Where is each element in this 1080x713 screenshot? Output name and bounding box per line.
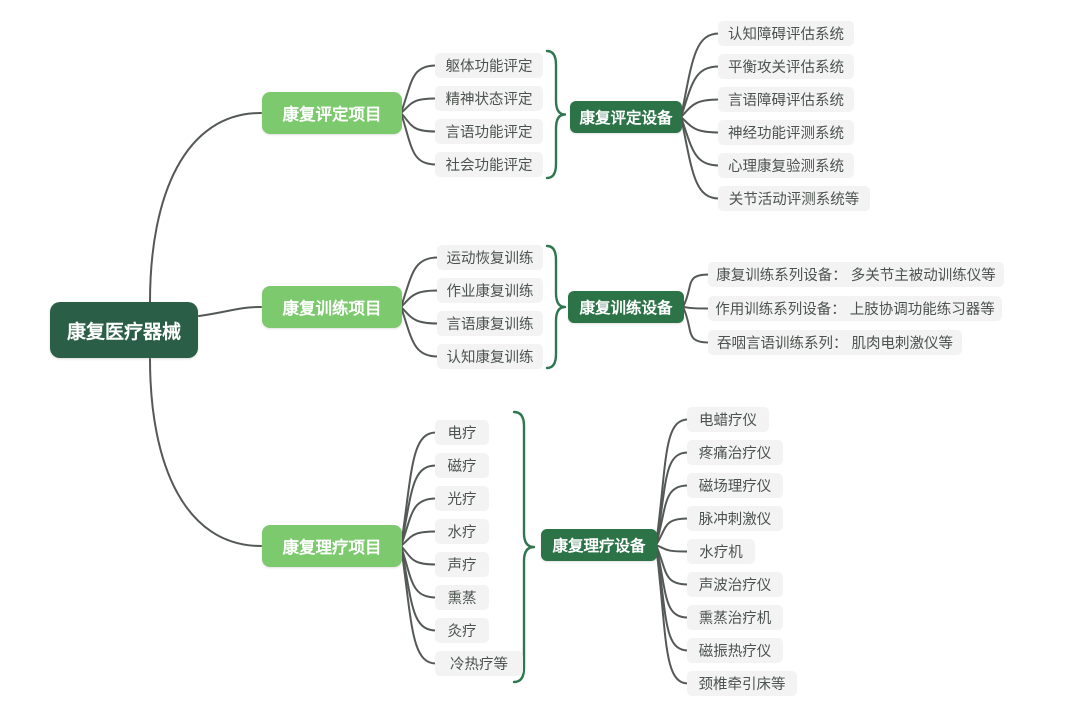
node-b2-leaf1[interactable]: 磁疗: [435, 453, 489, 478]
node-d2-item2[interactable]: 磁场理疗仪: [687, 473, 783, 498]
brace-shape: [512, 410, 536, 684]
connector-curve: [655, 544, 689, 553]
node-d2-item7[interactable]: 磁振热疗仪: [687, 638, 783, 663]
node-d2[interactable]: 康复理疗设备: [541, 529, 657, 561]
node-d2-item5[interactable]: 声波治疗仪: [687, 572, 783, 597]
connector-curve: [400, 64, 437, 114]
node-b1-leaf2[interactable]: 言语康复训练: [437, 311, 543, 336]
connector-curve: [400, 530, 437, 547]
node-d1-item2[interactable]: 吞咽言语训练系列： 肌肉电刺激仪等: [708, 330, 962, 355]
connector-curve: [655, 517, 689, 546]
connector-curve: [400, 289, 439, 308]
connector-curve: [198, 306, 262, 317]
connector-curve: [655, 544, 689, 685]
node-b1-leaf0[interactable]: 运动恢复训练: [437, 245, 543, 270]
connector-curve: [680, 98, 720, 118]
connector-curve: [682, 306, 710, 310]
connector-curve: [400, 97, 437, 114]
connector-curve: [680, 116, 720, 167]
connector-curve: [400, 112, 437, 166]
node-b1-leaf3[interactable]: 认知康复训练: [437, 344, 543, 369]
node-b0-leaf3[interactable]: 社会功能评定: [435, 152, 543, 177]
node-b0[interactable]: 康复评定项目: [262, 92, 402, 134]
node-b0-leaf2[interactable]: 言语功能评定: [435, 119, 543, 144]
connector-curve: [655, 451, 689, 546]
node-d2-item3[interactable]: 脉冲刺激仪: [687, 506, 783, 531]
connector-curve: [400, 256, 439, 308]
node-root[interactable]: 康复医疗器械: [50, 302, 198, 358]
node-b2-leaf6[interactable]: 灸疗: [435, 618, 489, 643]
connector-curve: [400, 112, 437, 133]
node-b2-leaf3[interactable]: 水疗: [435, 519, 489, 544]
connector-curve: [400, 464, 437, 547]
node-b0-leaf1[interactable]: 精神状态评定: [435, 86, 543, 111]
brace-shape: [545, 244, 567, 370]
connector-curve: [400, 545, 437, 566]
node-d2-item1[interactable]: 疼痛治疗仪: [687, 440, 783, 465]
node-d2-item4[interactable]: 水疗机: [687, 539, 755, 564]
node-d2-item0[interactable]: 电蜡疗仪: [687, 407, 769, 432]
node-d1[interactable]: 康复训练设备: [568, 291, 684, 323]
node-b2-leaf2[interactable]: 光疗: [435, 486, 489, 511]
node-b0-leaf0[interactable]: 躯体功能评定: [435, 53, 543, 78]
connector-curve: [400, 497, 437, 547]
connector-curve: [655, 418, 689, 546]
connector-curve: [149, 358, 262, 547]
node-d0-item3[interactable]: 神经功能评测系统: [718, 120, 854, 145]
node-d0-item2[interactable]: 言语障碍评估系统: [718, 87, 854, 112]
node-d0-item4[interactable]: 心理康复验测系统: [718, 153, 854, 178]
connector-curve: [682, 306, 710, 344]
connector-curve: [400, 306, 439, 358]
node-b2-leaf5[interactable]: 熏蒸: [435, 585, 489, 610]
connector-curve: [680, 116, 720, 200]
node-d0-item0[interactable]: 认知障碍评估系统: [718, 21, 854, 46]
connector-curve: [655, 544, 689, 586]
node-b2-leaf0[interactable]: 电疗: [435, 420, 489, 445]
connector-curve: [149, 112, 262, 303]
node-d1-item1[interactable]: 作用训练系列设备： 上肢协调功能练习器等: [708, 296, 1002, 321]
node-b2-leaf4[interactable]: 声疗: [435, 552, 489, 577]
connector-curve: [680, 65, 720, 118]
node-b1-leaf1[interactable]: 作业康复训练: [437, 278, 543, 303]
connector-curve: [680, 116, 720, 134]
connector-curve: [400, 306, 439, 325]
node-d0-item5[interactable]: 关节活动评测系统等: [718, 186, 870, 211]
connector-curve: [655, 484, 689, 546]
connector-curve: [400, 545, 437, 665]
node-d2-item6[interactable]: 熏蒸治疗机: [687, 605, 783, 630]
connector-curve: [400, 431, 437, 547]
connector-curve: [682, 273, 710, 308]
node-b2[interactable]: 康复理疗项目: [262, 525, 402, 567]
brace-shape: [545, 49, 567, 180]
connector-curve: [400, 545, 437, 599]
node-b1[interactable]: 康复训练项目: [262, 286, 402, 328]
node-d0[interactable]: 康复评定设备: [570, 101, 682, 133]
node-d2-item8[interactable]: 颈椎牵引床等: [687, 671, 797, 696]
node-d0-item1[interactable]: 平衡攻关评估系统: [718, 54, 854, 79]
node-b2-leaf7[interactable]: 冷热疗等: [435, 651, 523, 676]
connector-curve: [680, 32, 720, 118]
node-d1-item0[interactable]: 康复训练系列设备： 多关节主被动训练仪等: [708, 262, 1004, 287]
